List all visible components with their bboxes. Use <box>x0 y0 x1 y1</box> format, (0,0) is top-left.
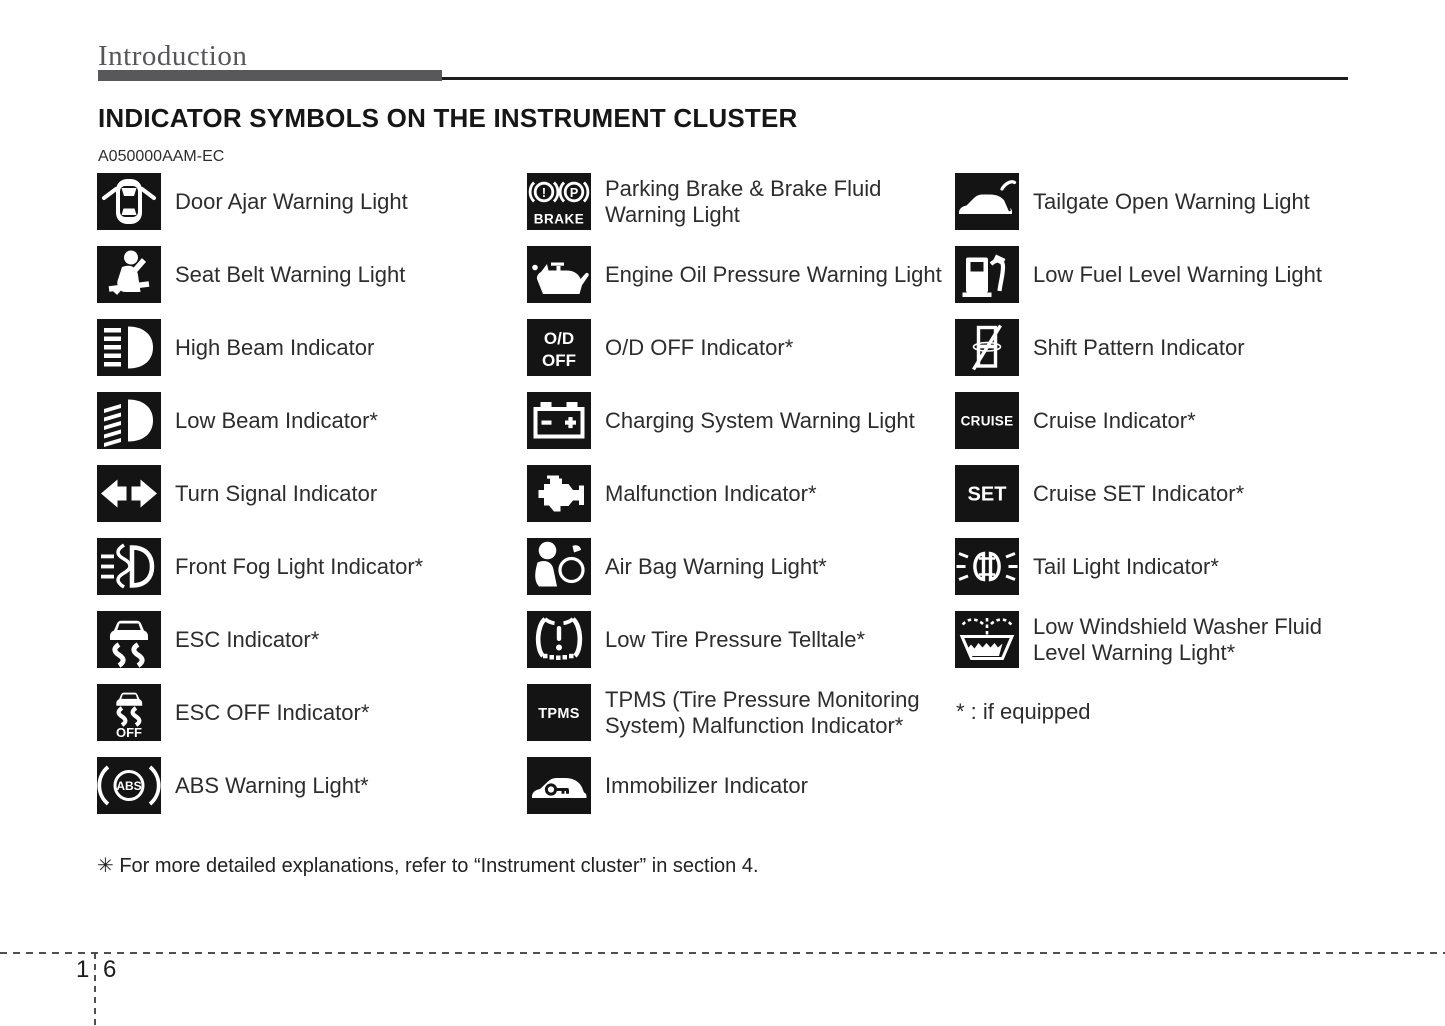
indicator-row: Tail Light Indicator* <box>955 538 1219 595</box>
cruise-set-icon: SET <box>955 465 1019 522</box>
abs-warning-icon: ABS <box>97 757 161 814</box>
esc-off-icon-text: OFF <box>116 725 142 740</box>
indicator-label: High Beam Indicator <box>175 334 375 360</box>
indicator-row: OFF ESC OFF Indicator* <box>97 684 369 741</box>
indicator-row: SET Cruise SET Indicator* <box>955 465 1244 522</box>
indicator-row: ESC Indicator* <box>97 611 319 668</box>
door-ajar-warning-icon <box>97 173 161 230</box>
washer-fluid-warning-icon <box>955 611 1019 668</box>
low-tire-pressure-icon <box>527 611 591 668</box>
indicator-label: O/D OFF Indicator* <box>605 334 794 360</box>
indicator-row: TPMS TPMS (Tire Pressure Monitoring Syst… <box>527 684 953 741</box>
indicator-row: Charging System Warning Light <box>527 392 915 449</box>
front-fog-light-icon <box>97 538 161 595</box>
shift-pattern-icon <box>955 319 1019 376</box>
indicator-row: ! P BRAKE Parking Brake & Brake Fluid Wa… <box>527 173 953 230</box>
indicator-row: Shift Pattern Indicator <box>955 319 1245 376</box>
engine-oil-pressure-icon <box>527 246 591 303</box>
cruise-icon-text: CRUISE <box>961 414 1014 429</box>
tpms-icon: TPMS <box>527 684 591 741</box>
od-off-icon: O/D OFF <box>527 319 591 376</box>
seat-belt-warning-icon <box>97 246 161 303</box>
indicator-row: ABS ABS Warning Light* <box>97 757 369 814</box>
low-fuel-warning-icon <box>955 246 1019 303</box>
high-beam-icon <box>97 319 161 376</box>
section-divider-bar <box>98 70 442 81</box>
page-number: 6 <box>103 956 117 983</box>
indicator-label: Low Beam Indicator* <box>175 407 378 433</box>
indicator-row: O/D OFF O/D OFF Indicator* <box>527 319 793 376</box>
od-icon-text-line1: O/D <box>544 329 574 348</box>
indicator-label: Charging System Warning Light <box>605 407 915 433</box>
indicator-label: Low Windshield Washer Fluid Level Warnin… <box>1033 613 1322 665</box>
indicator-label: Air Bag Warning Light* <box>605 553 827 579</box>
if-equipped-note: * : if equipped <box>956 699 1091 724</box>
malfunction-indicator-icon <box>527 465 591 522</box>
cruise-icon: CRUISE <box>955 392 1019 449</box>
indicator-row: Tailgate Open Warning Light <box>955 173 1310 230</box>
brake-p-text: P <box>570 186 578 200</box>
footer-dashed-rule <box>0 952 1445 954</box>
od-icon-text-line2: OFF <box>542 351 576 370</box>
indicator-label: Door Ajar Warning Light <box>175 188 408 214</box>
indicator-row: Low Windshield Washer Fluid Level Warnin… <box>955 611 1335 668</box>
abs-icon-text: ABS <box>116 779 141 793</box>
esc-icon <box>97 611 161 668</box>
footer-dashed-divider <box>94 953 96 1026</box>
indicator-label: Malfunction Indicator* <box>605 480 817 506</box>
chapter-number: 1 <box>76 956 90 983</box>
brake-bang-text: ! <box>542 186 546 200</box>
tailgate-open-warning-icon <box>955 173 1019 230</box>
turn-signal-icon <box>97 465 161 522</box>
indicator-row: Low Fuel Level Warning Light <box>955 246 1322 303</box>
indicator-label: Cruise Indicator* <box>1033 407 1196 433</box>
low-beam-icon <box>97 392 161 449</box>
indicator-label: Immobilizer Indicator <box>605 772 808 798</box>
set-icon-text: SET <box>968 484 1007 506</box>
indicator-label: Low Tire Pressure Telltale* <box>605 626 866 652</box>
indicator-row: Immobilizer Indicator <box>527 757 808 814</box>
indicator-label: TPMS (Tire Pressure Monitoring System) M… <box>605 686 920 738</box>
indicator-label: Cruise SET Indicator* <box>1033 480 1245 506</box>
charging-system-icon <box>527 392 591 449</box>
reference-code: A050000AAM-EC <box>98 148 225 165</box>
indicator-row: Engine Oil Pressure Warning Light <box>527 246 942 303</box>
indicator-label: Parking Brake & Brake Fluid Warning Ligh… <box>605 175 882 227</box>
indicator-row: Low Tire Pressure Telltale* <box>527 611 865 668</box>
indicator-label: ABS Warning Light* <box>175 772 369 798</box>
tail-light-icon <box>955 538 1019 595</box>
air-bag-warning-icon <box>527 538 591 595</box>
indicator-row: Malfunction Indicator* <box>527 465 817 522</box>
indicator-row: Seat Belt Warning Light <box>97 246 405 303</box>
esc-off-icon: OFF <box>97 684 161 741</box>
indicator-label: ESC OFF Indicator* <box>175 699 370 725</box>
indicator-row: Turn Signal Indicator <box>97 465 377 522</box>
indicator-row: High Beam Indicator <box>97 319 374 376</box>
page-title: INDICATOR SYMBOLS ON THE INSTRUMENT CLUS… <box>98 103 798 133</box>
indicator-label: ESC Indicator* <box>175 626 320 652</box>
immobilizer-icon <box>527 757 591 814</box>
indicator-label: Low Fuel Level Warning Light <box>1033 261 1323 287</box>
indicator-label: Shift Pattern Indicator <box>1033 334 1245 360</box>
indicator-label: Turn Signal Indicator <box>175 480 378 506</box>
brake-icon-text: BRAKE <box>534 212 585 227</box>
parking-brake-warning-icon: ! P BRAKE <box>527 173 591 230</box>
section-heading: Introduction <box>98 40 248 72</box>
indicator-row: Air Bag Warning Light* <box>527 538 827 595</box>
indicator-label: Tailgate Open Warning Light <box>1033 188 1310 214</box>
footnote: ✳ For more detailed explanations, refer … <box>97 855 759 877</box>
indicator-row: CRUISE Cruise Indicator* <box>955 392 1196 449</box>
indicator-row: Door Ajar Warning Light <box>97 173 408 230</box>
tpms-icon-text: TPMS <box>538 706 580 722</box>
section-divider-rule <box>442 77 1348 80</box>
indicator-row: Low Beam Indicator* <box>97 392 378 449</box>
indicator-label: Tail Light Indicator* <box>1033 553 1219 579</box>
indicator-label: Engine Oil Pressure Warning Light <box>605 261 942 287</box>
indicator-row: Front Fog Light Indicator* <box>97 538 423 595</box>
indicator-label: Seat Belt Warning Light <box>175 261 406 287</box>
indicator-label: Front Fog Light Indicator* <box>175 553 424 579</box>
